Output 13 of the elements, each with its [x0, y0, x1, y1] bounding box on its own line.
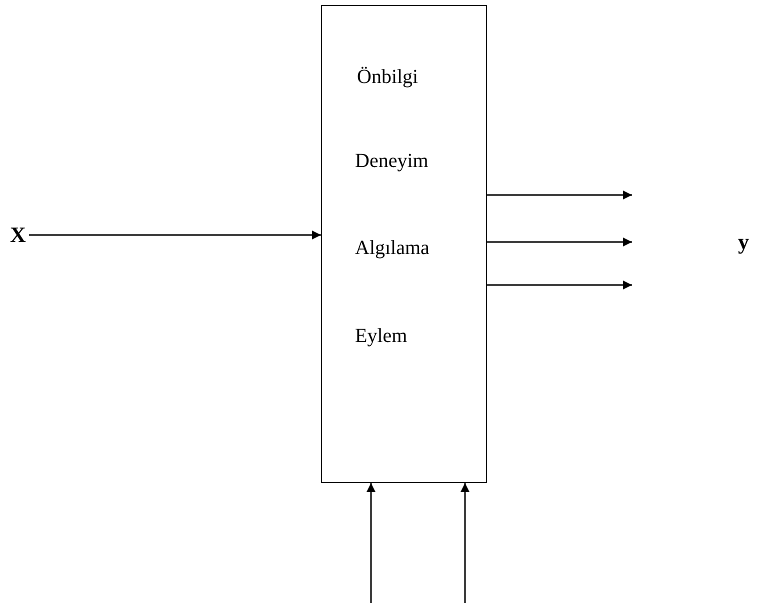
arrow	[487, 280, 632, 290]
variable-label: y	[738, 229, 749, 255]
arrow	[460, 483, 470, 603]
arrow	[487, 238, 632, 246]
arrow	[487, 190, 632, 200]
variable-label: X	[10, 222, 26, 248]
box-text: Önbilgi	[357, 65, 418, 89]
process-box	[321, 5, 487, 483]
arrow	[366, 483, 376, 603]
box-text: Eylem	[355, 324, 408, 348]
arrow	[29, 230, 321, 240]
box-text: Algılama	[355, 236, 430, 260]
box-text: Deneyim	[355, 149, 428, 173]
